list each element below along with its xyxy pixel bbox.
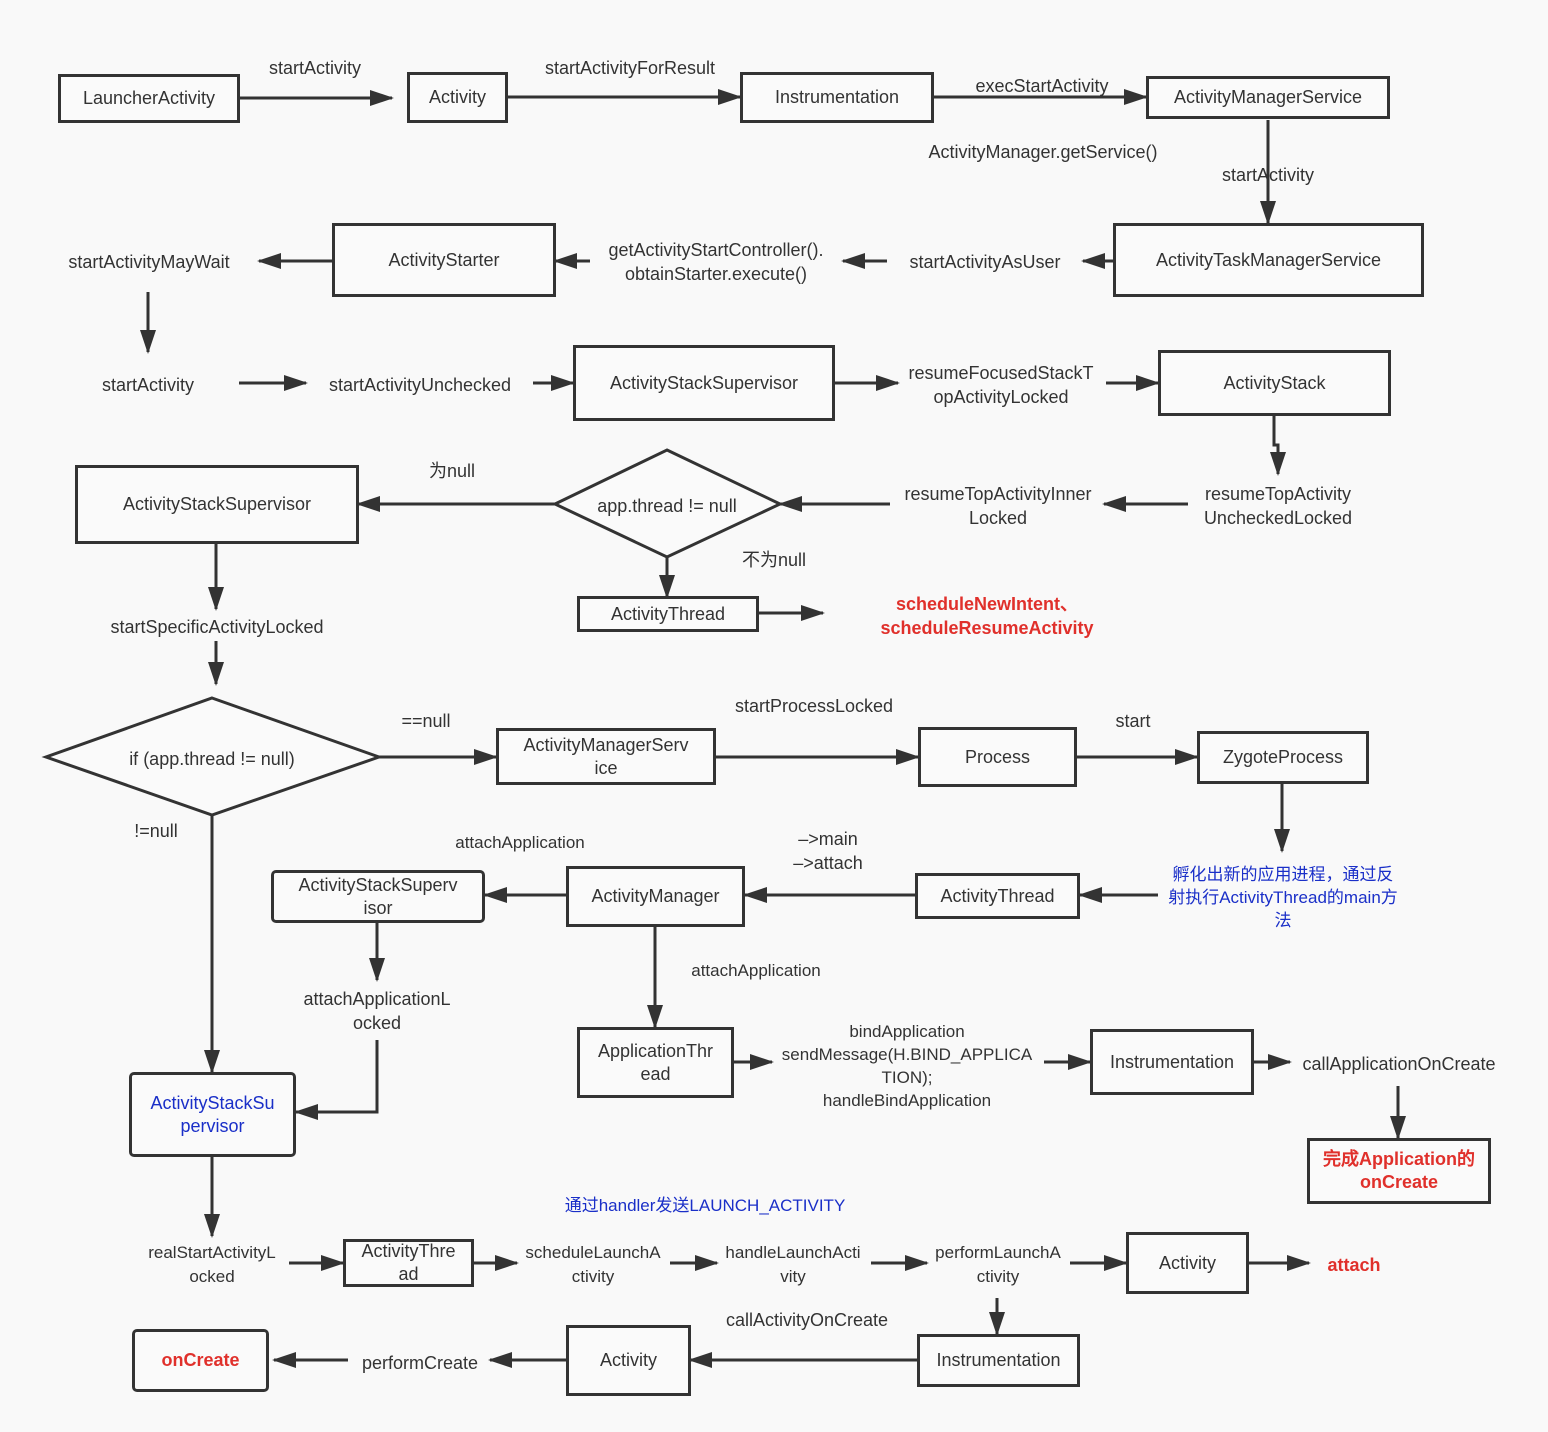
label-perform-create: performCreate [361, 1353, 479, 1373]
node-label: ActivityStackSu pervisor [150, 1092, 275, 1136]
label-resume-focused-stack: resumeFocusedStackT opActivityLocked [908, 363, 1094, 407]
decision-label-if-app-thread: if (app.thread != null) [129, 749, 295, 769]
node-on-create: onCreate [132, 1329, 269, 1392]
label-start-activity-unchecked: startActivityUnchecked [328, 375, 512, 395]
node-activity-starter: ActivityStarter [332, 223, 556, 297]
node-activity-stack-supervisor: ActivityStackSupervisor [573, 345, 835, 421]
node-activity-manager: ActivityManager [566, 866, 745, 927]
node-label: Instrumentation [774, 87, 900, 107]
label-start: start [1115, 711, 1151, 731]
edge-attach-locked-to-supervisor4 [294, 1040, 379, 1120]
node-launcher-activity: LauncherActivity [58, 74, 240, 123]
node-instrumentation-3: Instrumentation [917, 1334, 1080, 1387]
node-label: ActivityStackSupervisor [122, 494, 312, 514]
label-start-activity-2: startActivity [1221, 165, 1314, 185]
node-label: 完成Application的 onCreate [1323, 1149, 1475, 1192]
label-send-launch-activity: 通过handler发送LAUNCH_ACTIVITY [564, 1196, 846, 1215]
node-label: ActivityThre ad [361, 1241, 456, 1284]
label-eq-null: ==null [401, 711, 451, 731]
node-process: Process [918, 727, 1077, 787]
label-start-activity-as-user: startActivityAsUser [909, 252, 1061, 272]
node-activity: Activity [407, 72, 508, 123]
node-label: Activity [428, 87, 486, 107]
node-label: Instrumentation [1109, 1051, 1235, 1072]
node-activity-thread-2: ActivityThread [915, 873, 1080, 919]
label-perform-launch-activity: performLaunchA ctivity [935, 1243, 1061, 1286]
node-label: LauncherActivity [82, 88, 216, 108]
node-activity-stack-supervisor-3: ActivityStackSuperv isor [271, 870, 485, 923]
label-activity-manager-get-service: ActivityManager.getService() [928, 142, 1158, 162]
node-complete-application-oncreate: 完成Application的 onCreate [1307, 1138, 1491, 1204]
label-start-activity-may-wait: startActivityMayWait [68, 252, 230, 272]
node-instrumentation: Instrumentation [740, 72, 934, 123]
label-handle-launch-activity: handleLaunchActi vity [725, 1243, 861, 1286]
decision-diamond-app-thread [551, 448, 784, 559]
node-label: Activity [1158, 1252, 1216, 1273]
node-label: ZygoteProcess [1222, 747, 1344, 767]
label-main-attach: –>main –>attach [793, 829, 863, 873]
label-resume-top-activity-inner: resumeTopActivityInner Locked [904, 484, 1092, 528]
node-activity-task-manager-service: ActivityTaskManagerService [1113, 223, 1424, 297]
label-get-activity-start-controller: getActivityStartController(). obtainStar… [608, 240, 824, 284]
node-label: ActivityThread [940, 885, 1055, 906]
node-label: ActivityStackSuperv isor [298, 874, 458, 918]
node-label: Process [964, 746, 1031, 767]
label-start-process-locked: startProcessLocked [734, 696, 894, 716]
label-start-activity-for-result: startActivityForResult [544, 58, 716, 78]
node-label: ActivityStarter [388, 249, 500, 270]
node-label: Instrumentation [936, 1350, 1061, 1370]
node-label: ActivityManagerService [1173, 87, 1363, 107]
node-activity-stack-supervisor-null: ActivityStackSupervisor [75, 465, 359, 544]
label-start-specific-activity-locked: startSpecificActivityLocked [110, 617, 324, 637]
label-schedule-launch-activity: scheduleLaunchA ctivity [525, 1243, 661, 1286]
node-label: ActivityStackSupervisor [609, 372, 799, 393]
node-label: onCreate [161, 1350, 240, 1370]
label-neq-null: !=null [134, 821, 178, 841]
label-exec-start-activity: execStartActivity [975, 76, 1109, 96]
label-schedule-new-intent: scheduleNewIntent、 scheduleResumeActivit… [880, 594, 1094, 638]
node-label: ActivityManager [591, 886, 720, 906]
label-start-activity-1: startActivity [268, 58, 361, 78]
node-activity-manager-service-2: ActivityManagerServ ice [496, 728, 716, 785]
node-activity-3: Activity [566, 1325, 691, 1396]
node-label: ActivityThread [610, 603, 726, 624]
label-bind-application: bindApplication sendMessage(H.BIND_APPLI… [781, 1022, 1033, 1110]
label-call-activity-on-create: callActivityOnCreate [725, 1310, 889, 1330]
label-attach-application-1: attachApplication [455, 833, 585, 852]
node-application-thread: ApplicationThr ead [577, 1027, 734, 1098]
label-resume-top-activity-unchecked: resumeTopActivity UncheckedLocked [1203, 484, 1353, 528]
node-label: ActivityManagerServ ice [523, 734, 689, 778]
node-activity-stack: ActivityStack [1158, 350, 1391, 416]
label-call-application-on-create: callApplicationOnCreate [1302, 1054, 1496, 1074]
label-real-start-activity-locked: realStartActivityL ocked [148, 1243, 276, 1286]
node-label: ActivityTaskManagerService [1155, 249, 1382, 270]
label-incubate-process: 孵化出新的应用进程，通过反 射执行ActivityThread的main方 法 [1168, 865, 1398, 930]
label-attach-application-locked: attachApplicationL ocked [303, 989, 451, 1033]
label-start-activity-3: startActivity [101, 375, 194, 395]
node-activity-thread: ActivityThread [577, 596, 759, 632]
node-zygote-process: ZygoteProcess [1197, 731, 1369, 784]
node-activity-manager-service: ActivityManagerService [1146, 76, 1390, 119]
node-label: ApplicationThr ead [597, 1040, 714, 1084]
node-label: Activity [599, 1350, 657, 1370]
node-label: ActivityStack [1223, 372, 1326, 393]
node-activity-2: Activity [1126, 1232, 1249, 1294]
edge-stack-to-resume-unchecked [1270, 416, 1286, 476]
label-is-null: 为null [428, 461, 476, 481]
label-attach-application-2: attachApplication [691, 961, 821, 980]
decision-label-app-thread: app.thread != null [597, 496, 737, 516]
label-not-null-cn: 不为null [741, 550, 807, 570]
node-activity-thread-3: ActivityThre ad [343, 1239, 474, 1287]
label-attach: attach [1327, 1255, 1381, 1275]
decision-diamond-if-app-thread [41, 696, 384, 817]
node-activity-stack-supervisor-4: ActivityStackSu pervisor [129, 1072, 296, 1157]
node-instrumentation-2: Instrumentation [1090, 1029, 1254, 1095]
